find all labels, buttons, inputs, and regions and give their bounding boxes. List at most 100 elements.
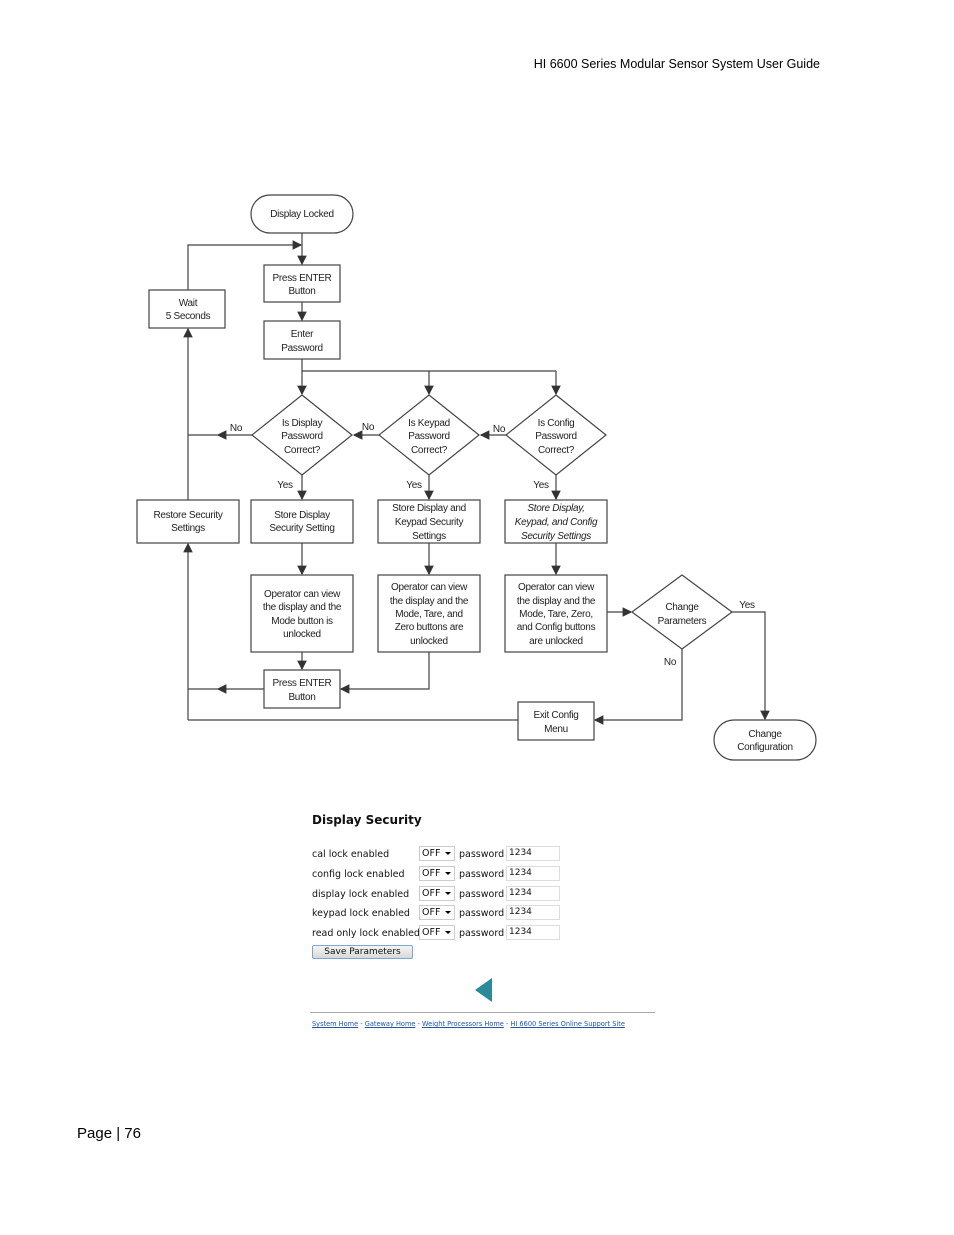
- lock-label: config lock enabled: [312, 869, 405, 880]
- lock-row: keypad lock enabled OFF password 1234: [312, 905, 572, 922]
- yes-label: Yes: [406, 480, 422, 491]
- link-weight-processors-home[interactable]: Weight Processors Home: [422, 1020, 504, 1028]
- password-label: password: [459, 849, 505, 860]
- chevron-down-icon: [445, 892, 451, 895]
- footer-links: System Home - Gateway Home - Weight Proc…: [312, 1020, 625, 1028]
- decision-keypad-label: Correct?: [411, 445, 448, 456]
- password-input[interactable]: 1234: [506, 925, 560, 940]
- store-keypad-label: Store Display and: [392, 503, 466, 514]
- lock-label: cal lock enabled: [312, 849, 390, 860]
- store-config-label: Keypad, and Config: [515, 517, 598, 528]
- save-parameters-button[interactable]: Save Parameters: [312, 945, 413, 959]
- link-separator: -: [503, 1020, 511, 1028]
- page-number: Page | 76: [77, 1125, 141, 1142]
- op-keypad-label: unlocked: [410, 636, 448, 647]
- press-enter-label: Button: [288, 286, 315, 297]
- lock-row: config lock enabled OFF password 1234: [312, 866, 572, 883]
- flowchart: Display Locked Press ENTER Button Wait 5…: [136, 194, 817, 761]
- op-display-label: unlocked: [283, 629, 321, 640]
- op-display-label: Operator can view: [264, 589, 341, 600]
- op-display-label: Mode button is: [271, 616, 333, 627]
- op-config-label: Operator can view: [518, 582, 595, 593]
- change-config-label: Change: [748, 729, 782, 740]
- change-params-label: Change: [665, 602, 699, 613]
- password-input[interactable]: 1234: [506, 846, 560, 861]
- no-label: No: [362, 422, 375, 433]
- change-config-label: Configuration: [737, 742, 793, 753]
- decision-config-label: Is Config: [538, 418, 575, 429]
- op-config-label: the display and the: [517, 596, 596, 607]
- op-keypad-label: Operator can view: [391, 582, 468, 593]
- password-input[interactable]: 1234: [506, 886, 560, 901]
- press-enter-label: Press ENTER: [273, 273, 332, 284]
- lock-select-value: OFF: [422, 848, 441, 859]
- lock-row: cal lock enabled OFF password 1234: [312, 846, 572, 863]
- store-display-label: Security Setting: [269, 523, 334, 534]
- back-arrow-icon[interactable]: [475, 978, 492, 1002]
- exit-config-label: Menu: [544, 724, 568, 735]
- wait-label: Wait: [179, 298, 198, 309]
- restore-label: Restore Security: [153, 510, 222, 521]
- password-label: password: [459, 869, 505, 880]
- lock-row: display lock enabled OFF password 1234: [312, 886, 572, 903]
- op-keypad-label: Mode, Tare, and: [395, 609, 463, 620]
- lock-label: keypad lock enabled: [312, 908, 410, 919]
- op-keypad-label: the display and the: [390, 596, 469, 607]
- password-input[interactable]: 1234: [506, 866, 560, 881]
- password-label: password: [459, 908, 505, 919]
- lock-select[interactable]: OFF: [419, 886, 455, 901]
- link-separator: -: [415, 1020, 423, 1028]
- lock-row: read only lock enabled OFF password 1234: [312, 925, 572, 942]
- chevron-down-icon: [445, 911, 451, 914]
- no-label: No: [493, 424, 506, 435]
- link-separator: -: [358, 1020, 365, 1028]
- lock-select-value: OFF: [422, 907, 441, 918]
- lock-select[interactable]: OFF: [419, 905, 455, 920]
- chevron-down-icon: [445, 931, 451, 934]
- restore-label: Settings: [171, 523, 205, 534]
- lock-select[interactable]: OFF: [419, 846, 455, 861]
- display-security-form: Display Security cal lock enabled OFF pa…: [312, 813, 560, 959]
- op-config-label: Mode, Tare, Zero,: [519, 609, 593, 620]
- store-keypad-label: Settings: [412, 531, 446, 542]
- lock-select[interactable]: OFF: [419, 925, 455, 940]
- no-label: No: [664, 657, 677, 668]
- password-label: password: [459, 928, 505, 939]
- decision-display-label: Is Display: [282, 418, 323, 429]
- enter-password-label: Enter: [291, 329, 314, 340]
- decision-keypad-label: Password: [408, 431, 450, 442]
- running-header: HI 6600 Series Modular Sensor System Use…: [533, 57, 820, 71]
- form-title: Display Security: [312, 813, 422, 827]
- link-system-home[interactable]: System Home: [312, 1020, 359, 1028]
- lock-select-value: OFF: [422, 927, 441, 938]
- divider: [310, 1012, 655, 1013]
- store-config-label: Store Display,: [527, 503, 584, 514]
- lock-label: display lock enabled: [312, 889, 410, 900]
- decision-keypad-label: Is Keypad: [408, 418, 450, 429]
- yes-label: Yes: [533, 480, 549, 491]
- decision-display-label: Correct?: [284, 445, 321, 456]
- enter-password-label: Password: [281, 343, 323, 354]
- store-config-label: Security Settings: [521, 531, 591, 542]
- press-enter-bottom-label: Press ENTER: [273, 678, 332, 689]
- op-config-label: and Config buttons: [517, 622, 596, 633]
- link-support-site[interactable]: HI 6600 Series Online Support Site: [510, 1020, 625, 1028]
- decision-config-label: Password: [535, 431, 577, 442]
- decision-display-label: Password: [281, 431, 323, 442]
- password-input[interactable]: 1234: [506, 905, 560, 920]
- chevron-down-icon: [445, 852, 451, 855]
- password-label: password: [459, 889, 505, 900]
- press-enter-bottom-label: Button: [288, 692, 315, 703]
- change-params-label: Parameters: [658, 616, 707, 627]
- yes-label: Yes: [739, 600, 755, 611]
- display-locked-terminal: [250, 194, 354, 234]
- store-display-label: Store Display: [274, 510, 330, 521]
- yes-label: Yes: [277, 480, 293, 491]
- link-gateway-home[interactable]: Gateway Home: [364, 1020, 416, 1028]
- op-display-label: the display and the: [263, 602, 342, 613]
- store-keypad-label: Keypad Security: [395, 517, 464, 528]
- op-config-label: are unlocked: [529, 636, 583, 647]
- op-keypad-label: Zero buttons are: [395, 622, 464, 633]
- lock-select[interactable]: OFF: [419, 866, 455, 881]
